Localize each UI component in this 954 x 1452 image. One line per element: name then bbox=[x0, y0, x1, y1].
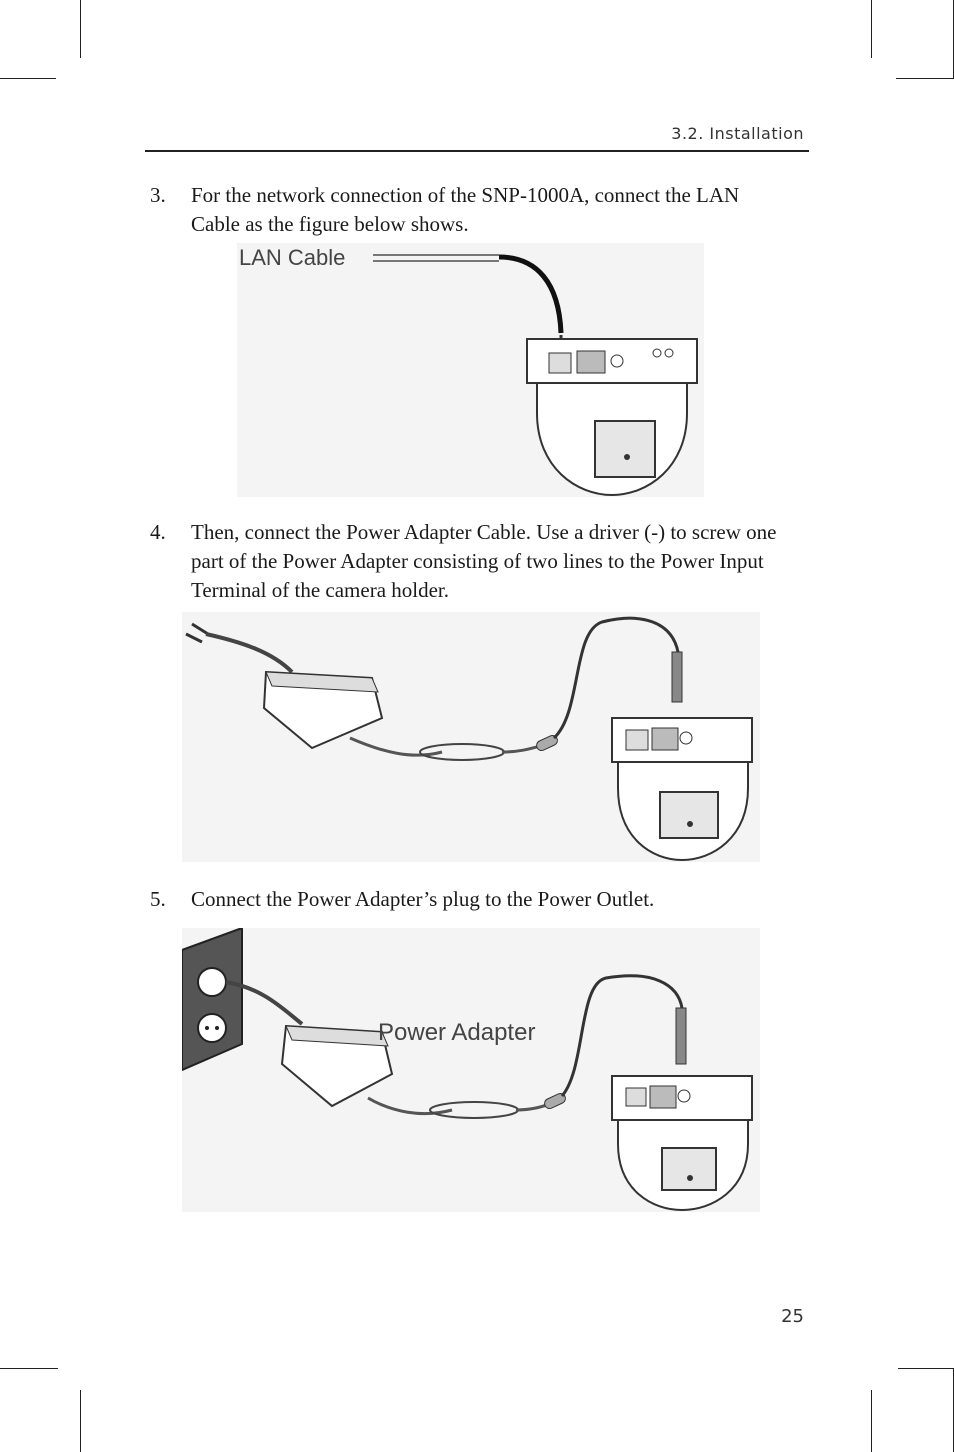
power-outlet-illustration: Power Adapter bbox=[182, 928, 753, 1212]
lan-port bbox=[625, 729, 649, 751]
camera-lens bbox=[624, 454, 630, 460]
ac-cord bbox=[225, 980, 304, 1026]
bnc-port bbox=[610, 354, 624, 368]
lan-port bbox=[625, 1087, 647, 1107]
lan-cable-figure: LAN Cable bbox=[237, 243, 704, 497]
crop-mark bbox=[0, 78, 56, 79]
camera-lens-housing bbox=[659, 791, 719, 839]
page-number: 25 bbox=[781, 1306, 804, 1327]
terminal-block bbox=[651, 727, 679, 751]
power-connector bbox=[671, 651, 683, 703]
cable-ferrite bbox=[536, 734, 558, 752]
step-number: 5. bbox=[150, 887, 166, 911]
camera-lens-housing bbox=[594, 420, 656, 478]
dc-cable bbox=[367, 1096, 453, 1116]
adapter-top bbox=[285, 1025, 389, 1047]
header-rule bbox=[145, 150, 809, 152]
lan-cable bbox=[498, 254, 564, 334]
step-number: 4. bbox=[150, 520, 166, 544]
power-outlet-figure: Power Adapter bbox=[182, 928, 760, 1212]
step-3: 3. For the network connection of the SNP… bbox=[150, 181, 790, 239]
section-header: 3.2. Installation bbox=[671, 124, 804, 143]
coiled-cable bbox=[419, 743, 505, 761]
coiled-cable bbox=[429, 1101, 519, 1119]
power-outlet bbox=[182, 928, 243, 1072]
crop-mark bbox=[896, 78, 954, 79]
outlet-socket bbox=[197, 967, 227, 997]
power-adapter-label: Power Adapter bbox=[378, 1019, 535, 1046]
lan-cable-label: LAN Cable bbox=[239, 245, 345, 270]
lan-cable-illustration: LAN Cable bbox=[239, 245, 698, 497]
step-text: Connect the Power Adapter’s plug to the … bbox=[191, 887, 655, 911]
terminal-block bbox=[649, 1085, 677, 1109]
step-text: For the network connection of the SNP-10… bbox=[191, 183, 740, 236]
plug-prongs bbox=[185, 622, 209, 644]
step-number: 3. bbox=[150, 183, 166, 207]
camera-lens bbox=[687, 1175, 693, 1181]
crop-mark bbox=[898, 1368, 954, 1369]
socket-hole bbox=[215, 1026, 219, 1030]
power-adapter-illustration bbox=[185, 616, 753, 862]
screw bbox=[652, 348, 662, 358]
power-cable bbox=[552, 616, 680, 740]
power-adapter-figure bbox=[182, 612, 760, 862]
terminal-block bbox=[576, 350, 606, 374]
camera-lens bbox=[687, 821, 693, 827]
outlet-socket bbox=[197, 1013, 227, 1043]
socket-hole bbox=[205, 1026, 209, 1030]
power-terminal bbox=[677, 1089, 691, 1103]
crop-mark bbox=[80, 1390, 81, 1452]
camera-lens-housing bbox=[661, 1147, 717, 1191]
lan-port bbox=[548, 352, 572, 374]
step-5: 5. Connect the Power Adapter’s plug to t… bbox=[150, 885, 790, 914]
cable-ferrite bbox=[544, 1092, 566, 1110]
crop-mark bbox=[871, 1390, 872, 1452]
crop-mark bbox=[0, 1368, 58, 1369]
power-connector bbox=[675, 1007, 687, 1065]
screw bbox=[664, 348, 674, 358]
power-terminal bbox=[679, 731, 693, 745]
dc-cable bbox=[349, 736, 443, 757]
ac-cord bbox=[205, 632, 294, 674]
step-4: 4. Then, connect the Power Adapter Cable… bbox=[150, 518, 790, 605]
adapter-top bbox=[265, 671, 379, 693]
crop-mark bbox=[80, 0, 81, 58]
power-cable bbox=[560, 974, 684, 1097]
crop-mark bbox=[871, 0, 872, 58]
step-text: Then, connect the Power Adapter Cable. U… bbox=[191, 520, 777, 602]
